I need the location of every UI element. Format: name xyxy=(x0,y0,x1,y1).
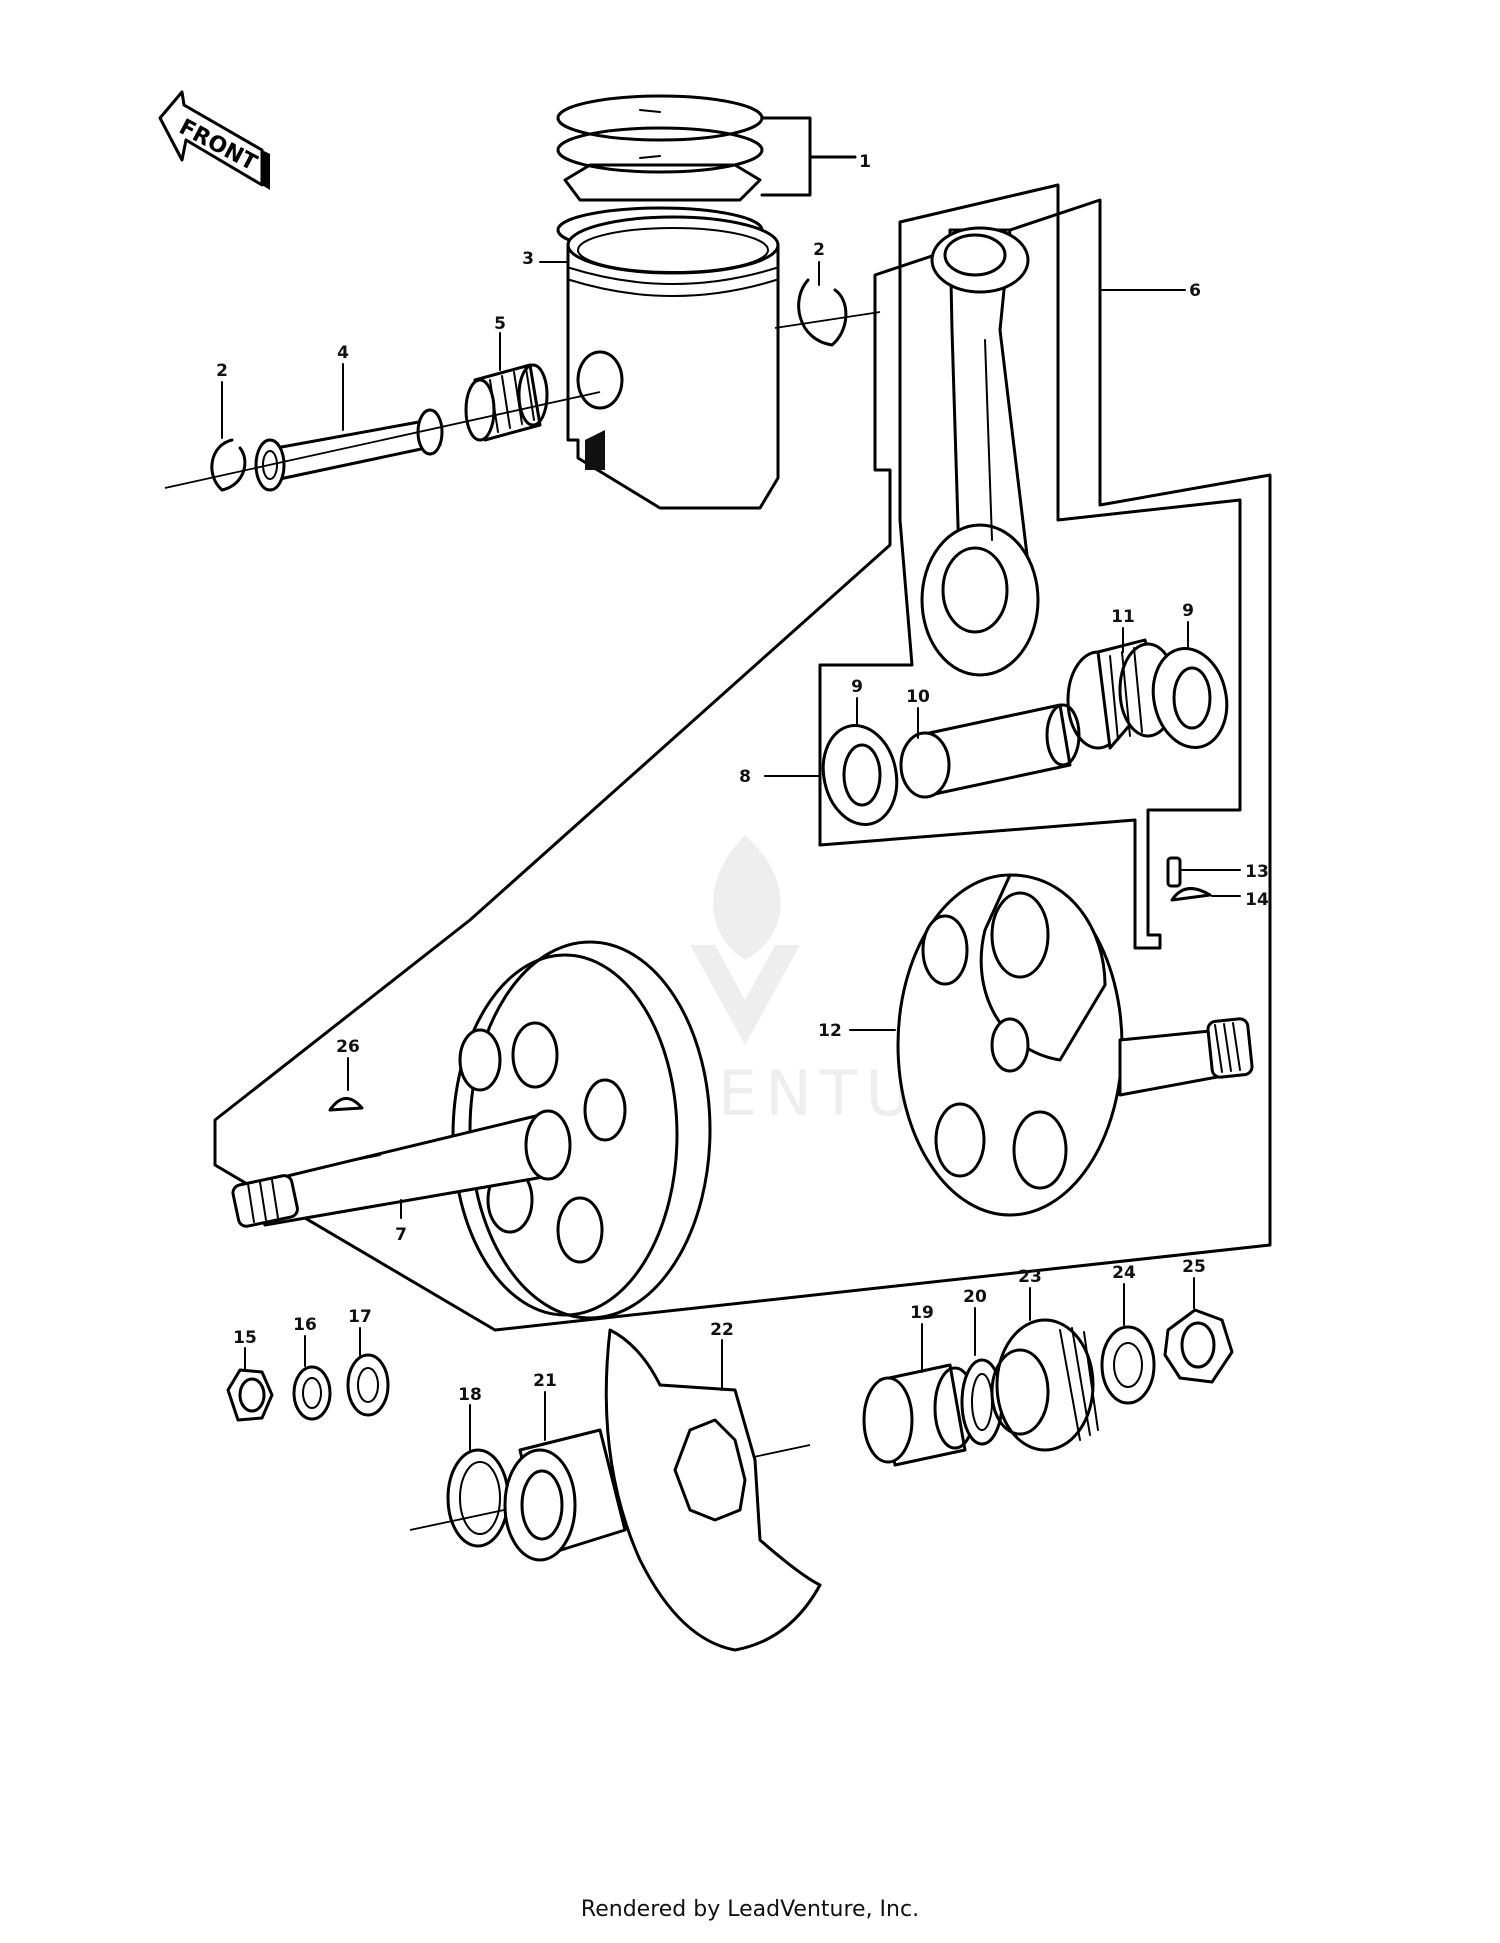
callout-9: 9 xyxy=(1182,601,1194,621)
nut-right xyxy=(1163,1277,1234,1384)
callout-24: 24 xyxy=(1112,1263,1136,1283)
connecting-rod xyxy=(920,226,1186,677)
callout-16: 16 xyxy=(293,1315,317,1335)
assembly-outline xyxy=(213,198,1272,1332)
callout-14: 14 xyxy=(1245,890,1269,910)
callout-8: 8 xyxy=(739,767,751,787)
small-end-bearing xyxy=(464,332,549,442)
crank-pin xyxy=(764,703,1081,799)
front-arrow: FRONT xyxy=(158,90,270,190)
circlip-left xyxy=(164,381,601,492)
callout-13: 13 xyxy=(1245,862,1269,882)
thrust-washer-left xyxy=(821,697,899,826)
callout-22: 22 xyxy=(710,1320,734,1340)
piston-pin xyxy=(254,363,444,492)
collar-19 xyxy=(862,1323,977,1467)
callout-1: 1 xyxy=(859,152,871,172)
callout-12: 12 xyxy=(818,1021,842,1041)
callout-26: 26 xyxy=(336,1037,360,1057)
callout-18: 18 xyxy=(458,1385,482,1405)
callout-20: 20 xyxy=(963,1287,987,1307)
callout-10: 10 xyxy=(906,687,930,707)
nut-left xyxy=(226,1347,274,1422)
callout-3: 3 xyxy=(522,249,534,269)
callout-17: 17 xyxy=(348,1307,372,1327)
callout-4: 4 xyxy=(337,343,349,363)
gear-23 xyxy=(990,1287,1099,1452)
callout-6: 6 xyxy=(1189,281,1201,301)
piston xyxy=(539,215,780,510)
callout-21: 21 xyxy=(533,1371,557,1391)
callout-19: 19 xyxy=(910,1303,934,1323)
callout-2: 2 xyxy=(813,240,825,260)
dowel-pin xyxy=(1166,856,1241,888)
washer-24 xyxy=(1100,1283,1156,1405)
plate-22 xyxy=(604,1328,822,1652)
callout-5: 5 xyxy=(494,314,506,334)
circlip-right xyxy=(774,261,881,347)
callout-15: 15 xyxy=(233,1328,257,1348)
crank-wheel-right xyxy=(849,873,1254,1217)
callout-25: 25 xyxy=(1182,1257,1206,1277)
thrust-washer-right xyxy=(1151,621,1229,749)
callouts: 1 2 3 2 4 5 6 11 9 9 10 8 13 14 12 26 7 … xyxy=(216,152,1269,1405)
callout-11: 11 xyxy=(1111,607,1135,627)
woodruff-key xyxy=(1170,887,1241,902)
callout-23: 23 xyxy=(1018,1267,1042,1287)
washer-16 xyxy=(292,1335,332,1421)
callout-2: 2 xyxy=(216,361,228,381)
footer-credit: Rendered by LeadVenture, Inc. xyxy=(580,1897,920,1922)
gear-21 xyxy=(503,1391,627,1562)
callout-7: 7 xyxy=(395,1225,407,1245)
washer-17 xyxy=(346,1327,390,1417)
callout-9: 9 xyxy=(851,677,863,697)
crank-wheel-left xyxy=(231,940,712,1320)
conrod-kit-box xyxy=(818,183,1242,950)
